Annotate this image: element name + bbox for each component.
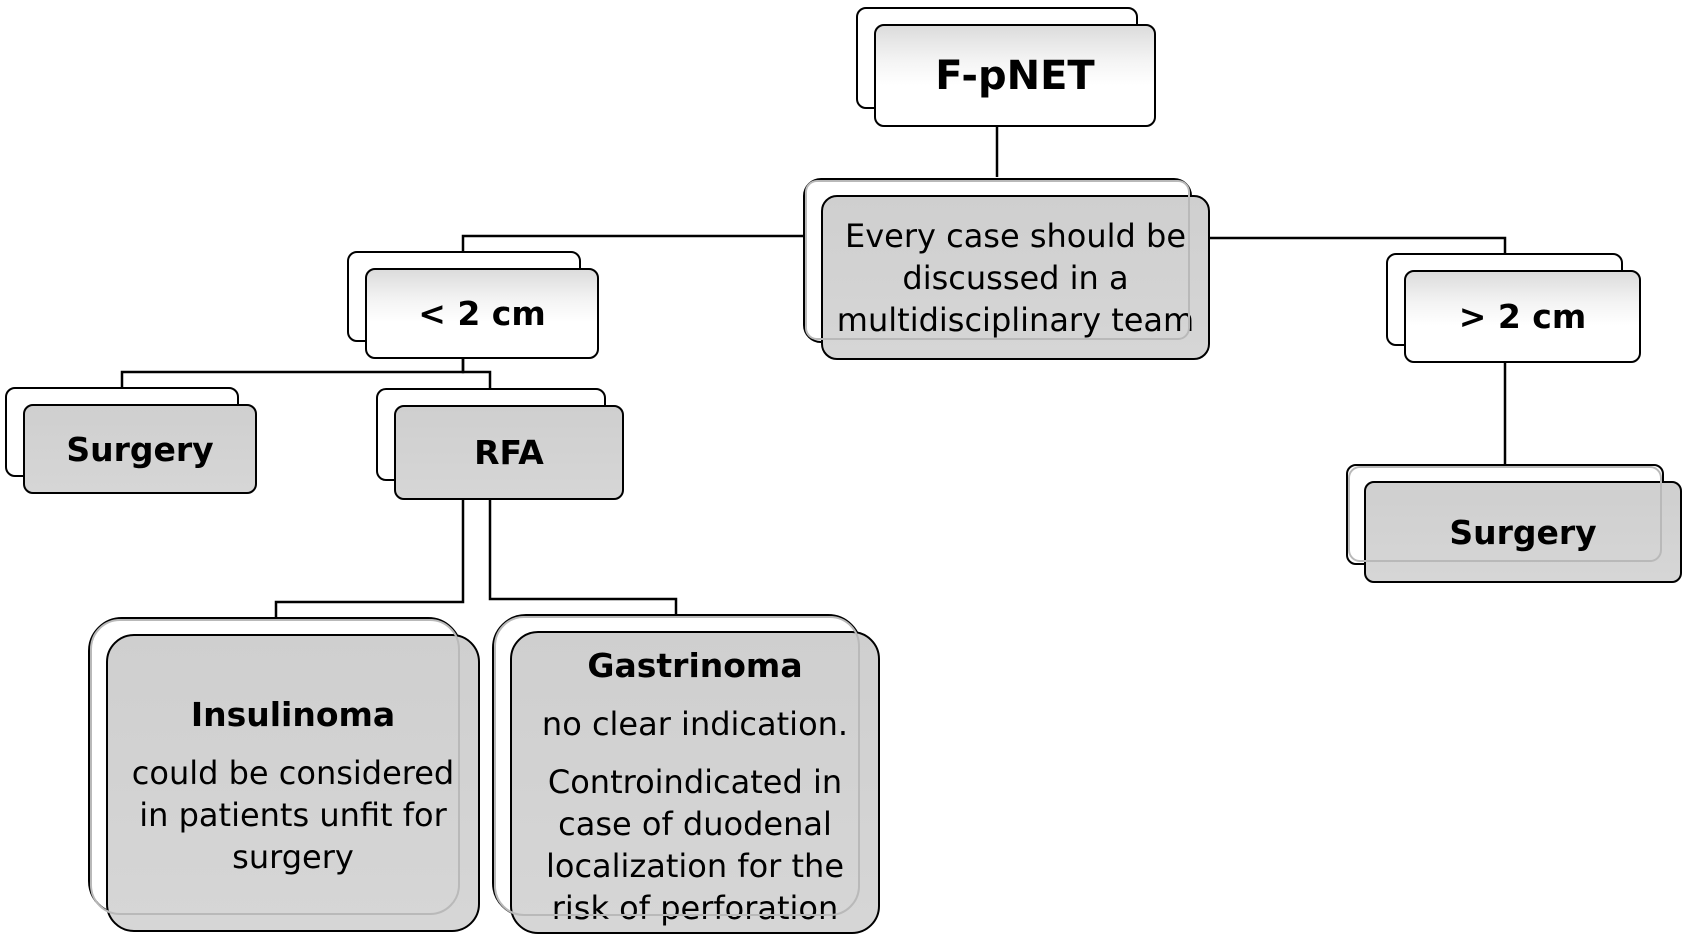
node-fpnet-title: F-pNET — [935, 52, 1095, 99]
node-rfa-title: RFA — [474, 433, 544, 472]
node-insulinoma-line-1: could be considered — [131, 754, 455, 792]
node-multidisciplinary-line-2: discussed in a — [902, 258, 1129, 297]
node-gastrinoma-line-1: Controindicated in — [547, 763, 843, 801]
node-less-2cm-box: < 2 cm — [365, 268, 599, 359]
node-surgery-large-box: Surgery — [1364, 481, 1682, 583]
node-more-2cm-title: > 2 cm — [1458, 297, 1587, 336]
node-surgery-large-title: Surgery — [1449, 512, 1597, 552]
connector-mdt-to-small — [461, 234, 810, 253]
node-insulinoma: Insulinoma could be considered in patien… — [88, 617, 480, 933]
node-gastrinoma-title: Gastrinoma — [587, 646, 803, 685]
connector-rfa-to-gastrinoma — [488, 485, 678, 615]
node-multidisciplinary-box: Every case should be discussed in a mult… — [821, 195, 1210, 360]
node-more-2cm-box: > 2 cm — [1404, 270, 1641, 363]
node-more-2cm: > 2 cm — [1386, 253, 1642, 363]
node-multidisciplinary-line-1: Every case should be — [844, 216, 1187, 255]
node-less-2cm: < 2 cm — [347, 251, 601, 361]
node-multidisciplinary-line-3: multidisciplinary team — [836, 300, 1195, 339]
node-rfa: RFA — [376, 388, 626, 502]
connector-small-to-rfa — [461, 356, 492, 388]
node-insulinoma-box: Insulinoma could be considered in patien… — [106, 634, 480, 932]
node-surgery-large: Surgery — [1346, 464, 1684, 586]
node-less-2cm-title: < 2 cm — [418, 294, 546, 333]
node-multidisciplinary: Every case should be discussed in a mult… — [803, 178, 1211, 362]
connector-mdt-to-large — [1205, 236, 1507, 255]
node-gastrinoma: Gastrinoma no clear indication. Controin… — [492, 614, 880, 935]
node-gastrinoma-line-4: risk of perforation — [551, 889, 839, 927]
node-rfa-box: RFA — [394, 405, 624, 500]
node-fpnet-box: F-pNET — [874, 24, 1156, 127]
node-surgery-small: Surgery — [5, 387, 259, 497]
node-insulinoma-line-2: in patients unfit for — [139, 796, 447, 834]
node-insulinoma-line-3: surgery — [232, 838, 354, 876]
node-gastrinoma-line-3: localization for the — [545, 847, 844, 885]
node-insulinoma-title: Insulinoma — [190, 695, 396, 734]
node-gastrinoma-line-2: case of duodenal — [558, 805, 832, 843]
node-fpnet: F-pNET — [856, 7, 1156, 127]
node-gastrinoma-text-1: no clear indication. — [541, 705, 849, 743]
node-gastrinoma-box: Gastrinoma no clear indication. Controin… — [510, 631, 880, 934]
node-surgery-small-title: Surgery — [66, 429, 214, 469]
node-surgery-small-box: Surgery — [23, 404, 257, 494]
connector-rfa-to-insulinoma — [274, 485, 465, 618]
